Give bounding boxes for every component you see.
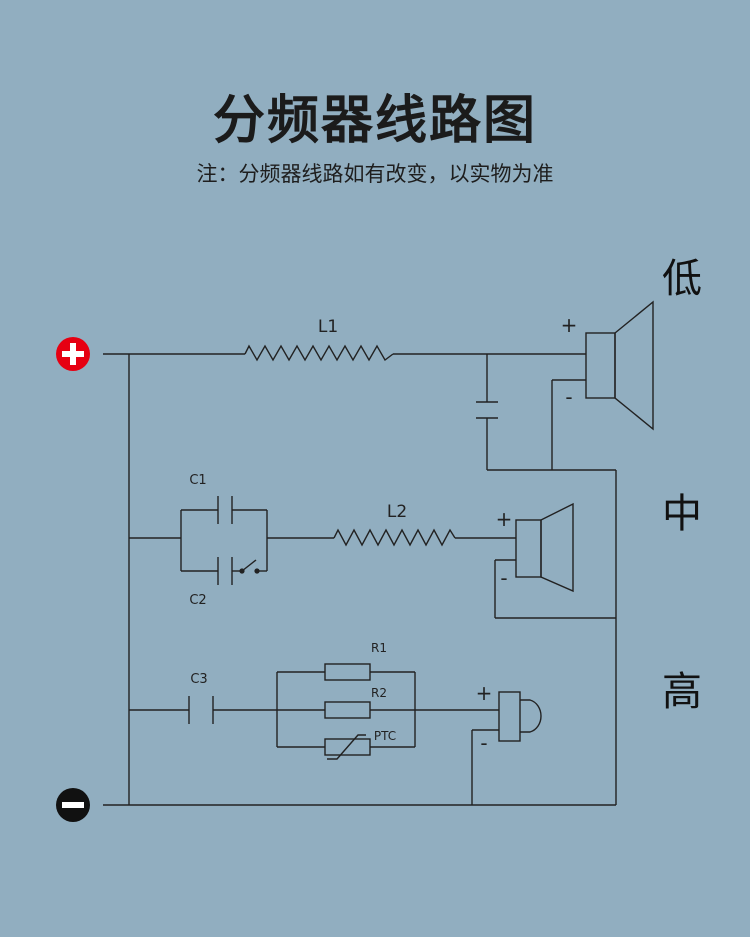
capacitor-c3 bbox=[188, 696, 214, 724]
label-l1: L1 bbox=[318, 317, 338, 337]
woofer-speaker-icon bbox=[585, 300, 654, 431]
band-label-low: 低 bbox=[662, 256, 702, 302]
mid-minus: - bbox=[500, 566, 507, 590]
positive-terminal-icon bbox=[56, 337, 90, 371]
high-branch-wiring bbox=[129, 672, 499, 805]
tweeter-speaker-icon bbox=[498, 691, 542, 742]
tweeter-minus: - bbox=[480, 731, 487, 755]
label-ptc: PTC bbox=[374, 729, 396, 743]
mid-branch-wiring bbox=[129, 510, 616, 619]
woofer-plus: + bbox=[561, 313, 578, 337]
band-label-mid: 中 bbox=[662, 491, 702, 537]
capacitor-c2-with-switch bbox=[181, 557, 267, 585]
label-c3: C3 bbox=[190, 672, 207, 687]
tweeter-plus: + bbox=[476, 681, 493, 705]
page-note: 注：分频器线路如有改变，以实物为准 bbox=[196, 162, 554, 186]
midrange-speaker-icon bbox=[515, 502, 574, 593]
label-l2: L2 bbox=[387, 502, 407, 522]
label-c1: C1 bbox=[189, 473, 206, 488]
page-title: 分频器线路图 bbox=[212, 91, 537, 151]
negative-terminal-icon bbox=[56, 788, 90, 822]
label-r2: R2 bbox=[371, 686, 387, 700]
inductor-l2 bbox=[333, 528, 456, 547]
capacitor-c1 bbox=[181, 496, 267, 524]
capacitor-low-shunt bbox=[476, 354, 616, 471]
woofer-minus: - bbox=[565, 385, 572, 409]
resistor-r1 bbox=[277, 663, 415, 681]
mid-plus: + bbox=[496, 507, 513, 531]
main-wiring bbox=[103, 353, 617, 806]
band-label-high: 高 bbox=[662, 669, 702, 715]
inductor-l1 bbox=[244, 344, 394, 362]
label-c2: C2 bbox=[189, 593, 206, 608]
resistor-r2 bbox=[277, 701, 415, 719]
label-r1: R1 bbox=[371, 641, 387, 655]
thermistor-ptc bbox=[277, 734, 415, 760]
